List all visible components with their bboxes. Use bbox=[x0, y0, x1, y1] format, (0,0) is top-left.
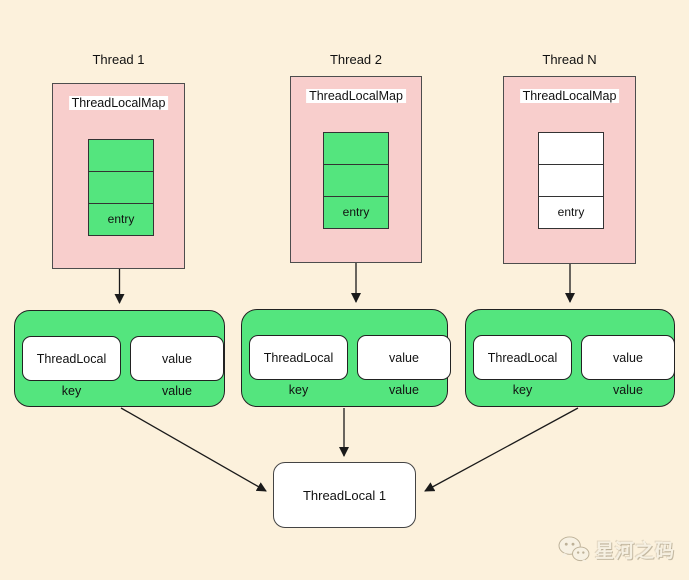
entry-group-1: ThreadLocal value key value bbox=[14, 310, 225, 407]
thread-n-map-label: ThreadLocalMap bbox=[519, 89, 620, 103]
entry-3-value-caption: value bbox=[613, 383, 643, 397]
entry-2-value-caption: value bbox=[389, 383, 419, 397]
entry-group-2: ThreadLocal value key value bbox=[241, 309, 451, 407]
thread-n-title: Thread N bbox=[542, 52, 597, 67]
entry-2-key-box: ThreadLocal bbox=[249, 335, 348, 380]
stack-cell bbox=[323, 163, 389, 197]
thread-2-entry-stack: entry bbox=[323, 132, 389, 229]
entry-3-key-caption: key bbox=[512, 383, 533, 397]
stack-cell-entry: entry bbox=[538, 195, 604, 229]
wechat-icon bbox=[558, 536, 590, 563]
entry-3-key-box: ThreadLocal bbox=[473, 335, 572, 380]
stack-cell-entry: entry bbox=[323, 195, 389, 229]
entry-1-value-box: value bbox=[130, 336, 224, 381]
thread-2-box: ThreadLocalMap entry bbox=[290, 76, 422, 263]
watermark-text: 星河之码 bbox=[595, 540, 676, 562]
threadlocal-shared-box: ThreadLocal 1 bbox=[273, 462, 416, 528]
thread-2-map-label: ThreadLocalMap bbox=[306, 89, 406, 103]
thread-1-title: Thread 1 bbox=[92, 52, 145, 67]
entry-1-key-box: ThreadLocal bbox=[22, 336, 121, 381]
thread-1-box: ThreadLocalMap entry bbox=[52, 83, 185, 269]
stack-cell bbox=[538, 132, 604, 165]
stack-cell-entry: entry bbox=[88, 202, 154, 236]
thread-1-entry-stack: entry bbox=[88, 139, 154, 236]
watermark: 星河之码 bbox=[557, 535, 675, 563]
entry-2-value-box: value bbox=[357, 335, 451, 380]
entry-1-key-caption: key bbox=[61, 384, 82, 398]
entry-group-3: ThreadLocal value key value bbox=[465, 309, 675, 407]
thread-n-box: ThreadLocalMap entry bbox=[503, 76, 636, 264]
thread-1-map-label: ThreadLocalMap bbox=[68, 96, 169, 110]
entry-2-key-caption: key bbox=[288, 383, 309, 397]
thread-2-title: Thread 2 bbox=[329, 52, 383, 67]
thread-n-entry-stack: entry bbox=[538, 132, 604, 229]
stack-cell bbox=[88, 139, 154, 172]
entry-3-value-box: value bbox=[581, 335, 675, 380]
stack-cell bbox=[323, 132, 389, 165]
entry-1-value-caption: value bbox=[162, 384, 192, 398]
stack-cell bbox=[88, 170, 154, 204]
stack-cell bbox=[538, 163, 604, 197]
